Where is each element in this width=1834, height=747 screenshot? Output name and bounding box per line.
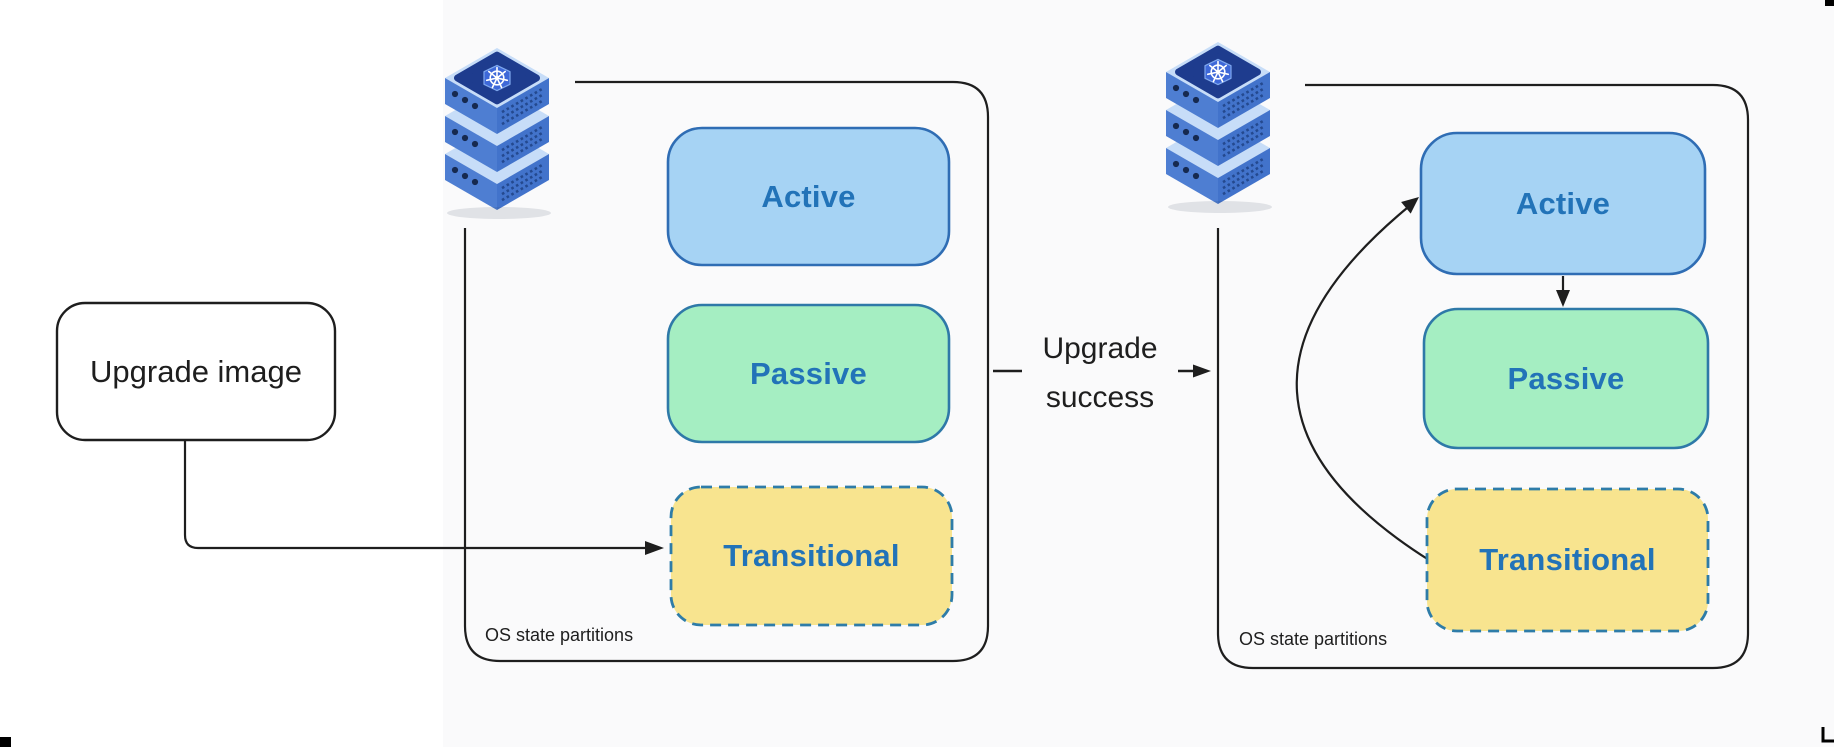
kubernetes-server-stack-icon [445, 48, 551, 219]
arrowhead-into-passive [1556, 290, 1570, 307]
partition-passive-before [666, 303, 951, 444]
partition-label-active-before: Active [761, 178, 856, 214]
arrowhead-upgrade-success [1193, 364, 1211, 378]
upgrade-success-line2: success [1045, 380, 1155, 414]
partition-label-passive-after: Passive [1507, 360, 1625, 396]
partition-active-before [666, 126, 951, 267]
upgrade-success-label: Upgrade success [1015, 325, 1185, 420]
upgrade-success-line1: Upgrade [1042, 331, 1158, 365]
arrow-upgrade-image-to-transitional [183, 441, 646, 550]
partition-label-transitional-before: Transitional [723, 538, 900, 573]
cluster-after-outline [1216, 83, 1750, 670]
cluster-caption-before: OS state partitions [485, 624, 634, 645]
partition-active-after [1419, 131, 1707, 276]
arrowhead-into-active [1401, 197, 1419, 214]
partition-passive-after [1422, 307, 1710, 450]
partition-transitional-after [1425, 487, 1710, 633]
cluster-caption-after: OS state partitions [1239, 628, 1388, 649]
screen-artifact-bottom-right [1821, 727, 1834, 743]
screen-artifact-top-right [1825, 0, 1834, 6]
upgrade-image-box [55, 301, 337, 442]
cluster-before-outline [463, 80, 990, 663]
partition-label-active-after: Active [1515, 185, 1611, 221]
partition-transitional-before [669, 485, 954, 627]
kubernetes-server-stack-icon [1166, 42, 1272, 213]
arrowhead-into-transitional [645, 541, 664, 555]
arrow-transitional-to-active [1295, 207, 1430, 561]
partition-label-passive-before: Passive [750, 355, 867, 391]
upgrade-image-label: Upgrade image [90, 353, 302, 389]
screen-artifact-bottom-left [0, 737, 11, 747]
partition-label-transitional-after: Transitional [1479, 542, 1656, 577]
